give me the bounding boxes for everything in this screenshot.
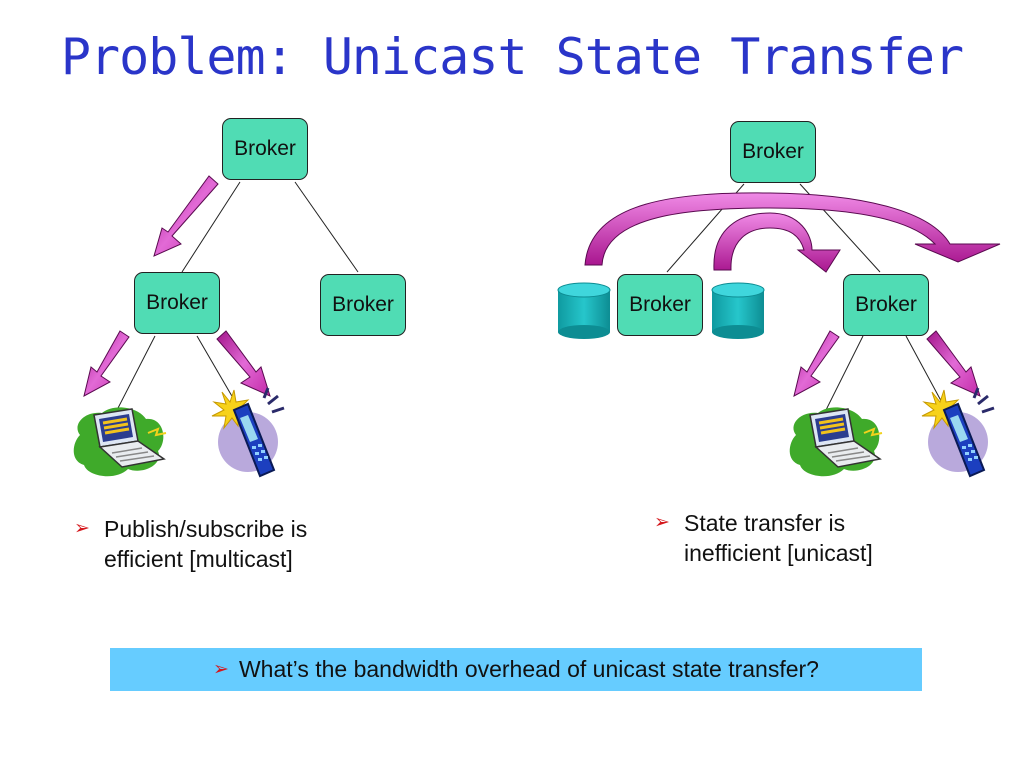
laptop-icon — [789, 407, 883, 477]
bullet-right-line-1: State transfer is — [684, 510, 846, 536]
slide-title: Problem: Unicast State Transfer — [60, 28, 964, 86]
arc-arrow-small — [713, 212, 841, 273]
arrow-down-left-1 — [153, 175, 219, 257]
broker-left-root: Broker — [222, 118, 308, 180]
laptop-icon — [73, 407, 167, 477]
arrow-down-right-1 — [216, 330, 271, 397]
arc-arrow-large — [584, 192, 1001, 266]
bullet-right-line-2: inefficient [unicast] — [684, 540, 873, 566]
question-text: What’s the bandwidth overhead of unicast… — [238, 656, 819, 682]
question-box: ➢ What’s the bandwidth overhead of unica… — [110, 648, 922, 691]
bullet-arrow-icon: ➢ — [654, 512, 670, 533]
broker-left-child: Broker — [134, 272, 220, 334]
right-arrows — [793, 330, 981, 397]
cellphone-icon — [211, 387, 285, 478]
broker-right-root: Broker — [730, 121, 816, 183]
database-icon — [711, 282, 765, 339]
bullet-left: ➢ Publish/subscribe is efficient [multic… — [74, 514, 307, 574]
bullet-arrow-icon: ➢ — [213, 659, 229, 680]
broker-left-leaf: Broker — [320, 274, 406, 336]
broker-right-right: Broker — [843, 274, 929, 336]
left-arrows — [83, 175, 271, 397]
broker-right-left: Broker — [617, 274, 703, 336]
bullet-right: ➢ State transfer is inefficient [unicast… — [654, 508, 873, 568]
bullet-left-line-2: efficient [multicast] — [104, 546, 293, 572]
bullet-arrow-icon: ➢ — [74, 518, 90, 539]
arrow-down-left-2 — [83, 330, 130, 397]
cellphone-icon — [921, 387, 995, 478]
arrow-down-right-2 — [926, 330, 981, 397]
database-icon — [557, 282, 611, 339]
bullet-left-line-1: Publish/subscribe is — [104, 516, 308, 542]
arrow-down-left-3 — [793, 330, 840, 397]
left-tree-lines — [116, 181, 359, 411]
